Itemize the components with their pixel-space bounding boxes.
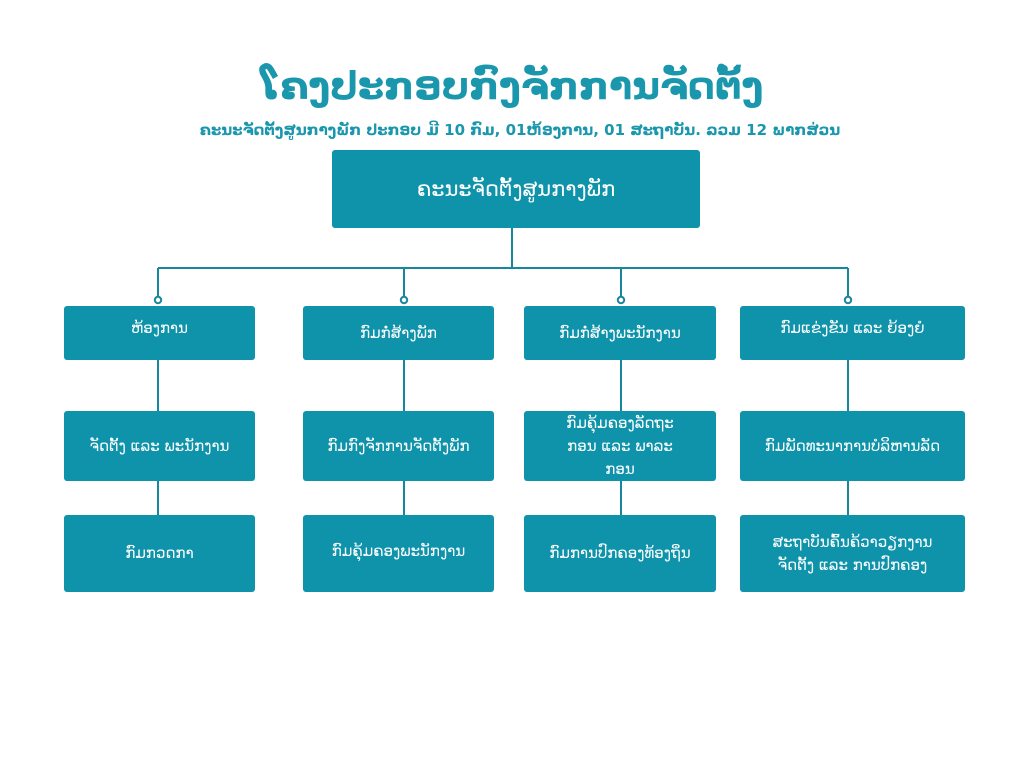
node-inspection-dept: ກົມກວດກາ bbox=[64, 515, 255, 592]
connector-dot-col2 bbox=[399, 295, 409, 305]
node-local-governance-dept: ກົມການປົກຄອງທ້ອງຖິ່ນ bbox=[524, 515, 716, 592]
node-research-institute: ສະຖາບັນຄົ້ນຄ້ວາວຽກງານຈັດຕັ້ງ ແລະ ການປົກຄ… bbox=[740, 515, 965, 592]
node-organization-personnel: ຈັດຕັ້ງ ແລະ ພະນັກງານ bbox=[64, 411, 255, 481]
node-emulation-dept: ກົມແຂ່ງຂັນ ແລະ ຍ້ອງຍໍ bbox=[740, 306, 965, 360]
chart-subtitle: ຄະນະຈັດຕັ້ງສູນກາງພັກ ປະກອບ ມີ 10 ກົມ, 01… bbox=[199, 121, 841, 139]
connector-dot-col3 bbox=[616, 295, 626, 305]
node-party-apparatus-dept: ກົມກົງຈັກການຈັດຕັ້ງພັກ bbox=[303, 411, 494, 481]
node-cadre-management-dept: ກົມຄຸ້ມຄອງພະນັກງານ bbox=[303, 515, 494, 592]
connector-dot-col4 bbox=[843, 295, 853, 305]
node-office: ຫ້ອງການ bbox=[64, 306, 255, 360]
node-party-building-dept: ກົມກໍ່ສ້າງພັກ bbox=[303, 306, 494, 360]
root-box: ຄະນະຈັດຕັ້ງສູນກາງພັກ bbox=[332, 150, 700, 228]
connector-dot-col1 bbox=[153, 295, 163, 305]
node-state-admin-dept: ກົມພັດທະນາການບໍລິຫານລັດ bbox=[740, 411, 965, 481]
node-cadre-building-dept: ກົມກໍ່ສ້າງພະນັກງານ bbox=[524, 306, 716, 360]
node-civil-servant-dept: ກົມຄຸ້ມຄອງລັດຖະກອນ ແລະ ພາລະກອນ bbox=[524, 411, 716, 481]
chart-title: ໂຄງປະກອບກົງຈັກການຈັດຕັ້ງ bbox=[260, 64, 764, 108]
